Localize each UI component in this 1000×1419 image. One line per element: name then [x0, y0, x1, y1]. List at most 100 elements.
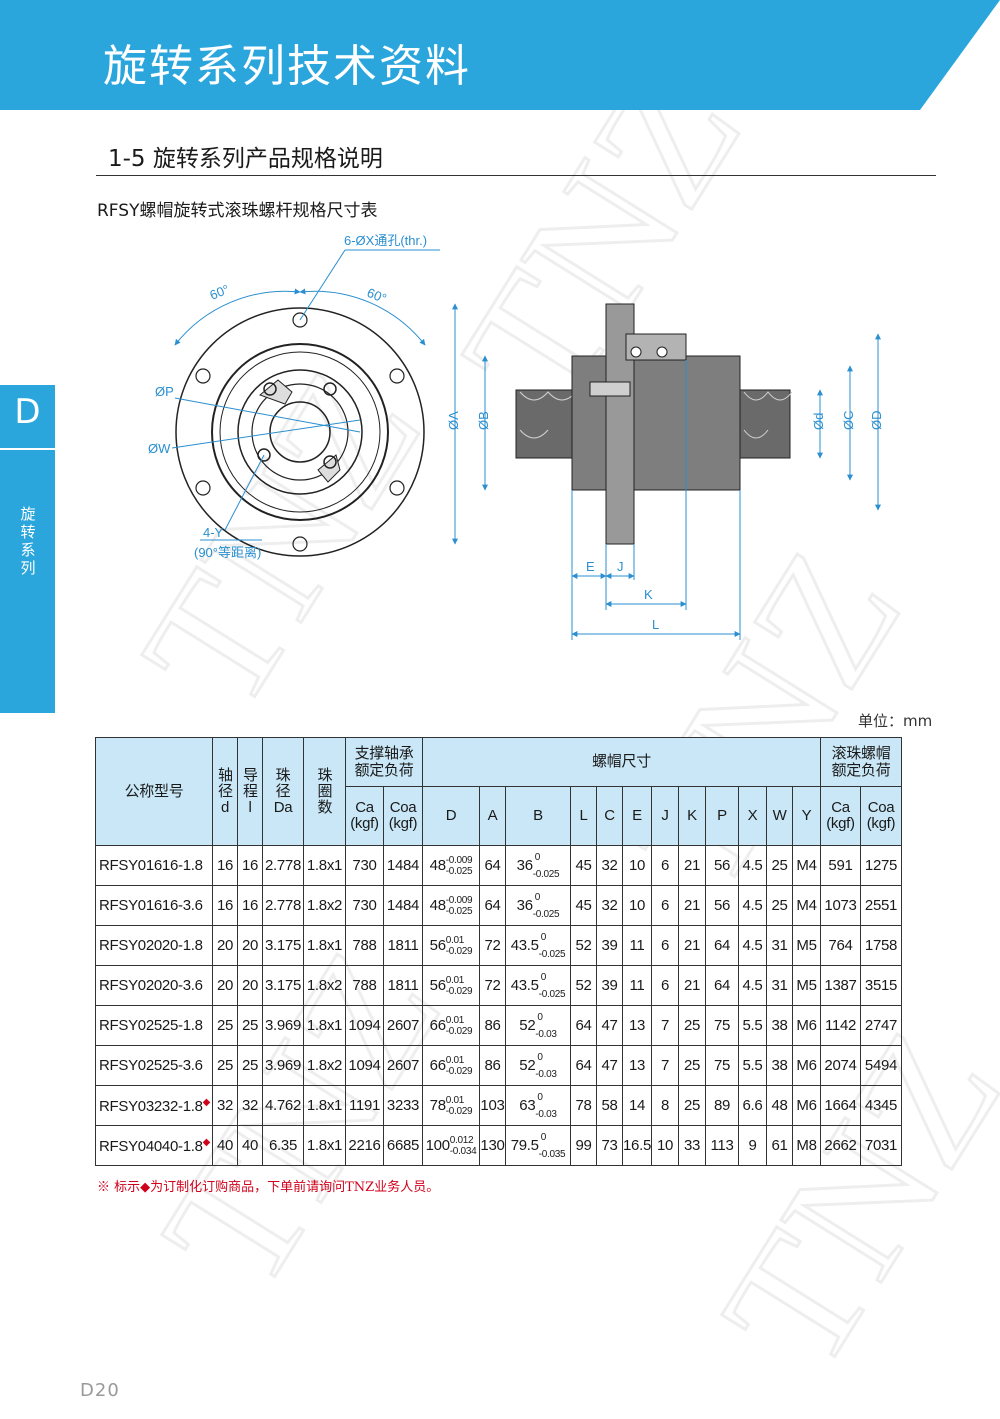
cell-A: 64: [479, 845, 506, 886]
custom-order-note: ※ 标示◆为订制化订购商品，下单前请询问TNZ业务人员。: [97, 1180, 440, 1195]
cell-X: 4.5: [738, 845, 767, 886]
cell-da: 3.175: [262, 925, 304, 966]
tolerance-B: 0-0.025: [539, 972, 566, 1000]
cell-da: 2.778: [262, 885, 304, 926]
value-D: 66: [429, 1056, 446, 1074]
front-view: [175, 307, 425, 557]
cell-ca: 1664: [820, 1085, 861, 1126]
cell-ca: 2662: [820, 1125, 861, 1166]
cell-sca: 788: [345, 925, 384, 966]
tolerance-lower: -0.025: [532, 908, 560, 920]
tolerance-D: 0.012-0.034: [450, 1135, 477, 1157]
cell-J: 6: [651, 925, 679, 966]
cell-sca: 2216: [345, 1125, 384, 1166]
cell-turns: 1.8x2: [303, 885, 346, 926]
cell-L: 45: [570, 885, 597, 926]
cell-W: 31: [766, 965, 793, 1006]
cell-sca: 788: [345, 965, 384, 1006]
tolerance-upper: 0.01: [445, 1054, 465, 1066]
cell-da: 2.778: [262, 845, 304, 886]
cell-P: 64: [705, 925, 739, 966]
cell-l: 25: [237, 1045, 263, 1086]
cell-d: 16: [212, 845, 238, 886]
table-subheader-row: Ca(kgf) Coa(kgf) D A B L C E J K P X W Y…: [96, 786, 902, 846]
tolerance-B: 0-0.03: [535, 1051, 557, 1080]
cell-d: 25: [212, 1005, 238, 1046]
cell-turns: 1.8x1: [303, 845, 346, 886]
cell-P: 64: [705, 965, 739, 1006]
header-band: [0, 0, 1000, 110]
tolerance-upper: 0: [534, 851, 541, 863]
cell-K: 21: [678, 845, 706, 886]
side-tab[interactable]: [0, 385, 55, 713]
tolerance-B: 0-0.025: [533, 852, 560, 880]
model-text: RFSY01616-1.8: [99, 857, 203, 874]
svg-text:L: L: [652, 617, 659, 632]
tolerance-lower: -0.029: [445, 1065, 473, 1077]
tolerance-upper: 0: [537, 1051, 543, 1063]
cell-X: 4.5: [738, 925, 767, 966]
cell-l: 25: [237, 1005, 263, 1046]
svg-text:60°: 60°: [208, 282, 232, 303]
cell-E: 13: [622, 1005, 652, 1046]
value-D: 56: [429, 936, 446, 954]
cell-E: 11: [622, 965, 652, 1006]
model-text: RFSY01616-3.6: [99, 897, 203, 914]
tolerance-lower: -0.029: [445, 1105, 473, 1117]
cell-C: 73: [596, 1125, 623, 1166]
header-title: 旋转系列技术资料: [103, 41, 471, 92]
cell-W: 38: [766, 1045, 793, 1086]
cell-W: 25: [766, 885, 793, 926]
tolerance-upper: 0: [534, 891, 541, 903]
header-col-W: W: [766, 786, 793, 846]
cell-L: 45: [570, 845, 597, 886]
cell-C: 32: [596, 885, 623, 926]
header-col-J: J: [651, 786, 679, 846]
tolerance-upper: 0: [540, 1131, 547, 1143]
cell-A: 103: [479, 1085, 506, 1126]
cell-da: 3.969: [262, 1045, 304, 1086]
cell-ca: 591: [820, 845, 861, 886]
tolerance-lower: -0.025: [445, 865, 473, 877]
tolerance-lower: -0.035: [538, 1148, 566, 1160]
cell-d: 20: [212, 965, 238, 1006]
cell-d: 16: [212, 885, 238, 926]
cell-scoa: 1484: [383, 885, 423, 926]
tolerance-B: 0-0.03: [535, 1092, 557, 1120]
side-view: [515, 303, 793, 545]
cell-Y: M5: [792, 925, 821, 966]
cell-X: 6.6: [738, 1085, 767, 1126]
value-B: 79.5: [510, 1136, 539, 1154]
cell-sca: 1094: [345, 1045, 384, 1086]
cell-da: 3.175: [262, 965, 304, 1006]
cell-L: 64: [570, 1005, 597, 1046]
cell-da: 3.969: [262, 1005, 304, 1046]
svg-text:ØW: ØW: [148, 441, 171, 456]
cell-model: RFSY01616-1.8: [95, 845, 213, 886]
value-D: 48: [429, 856, 446, 874]
cell-d: 32: [212, 1085, 238, 1126]
cell-J: 10: [651, 1125, 679, 1166]
cell-E: 10: [622, 845, 652, 886]
cell-E: 16.5: [622, 1125, 652, 1166]
side-tab-label: 旋转系列: [20, 505, 36, 577]
cell-P: 75: [705, 1005, 739, 1046]
value-D: 78: [429, 1096, 446, 1114]
cell-P: 89: [705, 1085, 739, 1126]
header-support-coa: Coa(kgf): [383, 786, 423, 846]
cell-turns: 1.8x1: [303, 925, 346, 966]
model-text: RFSY02020-3.6: [99, 977, 203, 994]
svg-text:ØC: ØC: [841, 411, 856, 431]
cell-P: 75: [705, 1045, 739, 1086]
tolerance-D: -0.009-0.025: [446, 895, 473, 917]
cell-K: 25: [678, 1085, 706, 1126]
